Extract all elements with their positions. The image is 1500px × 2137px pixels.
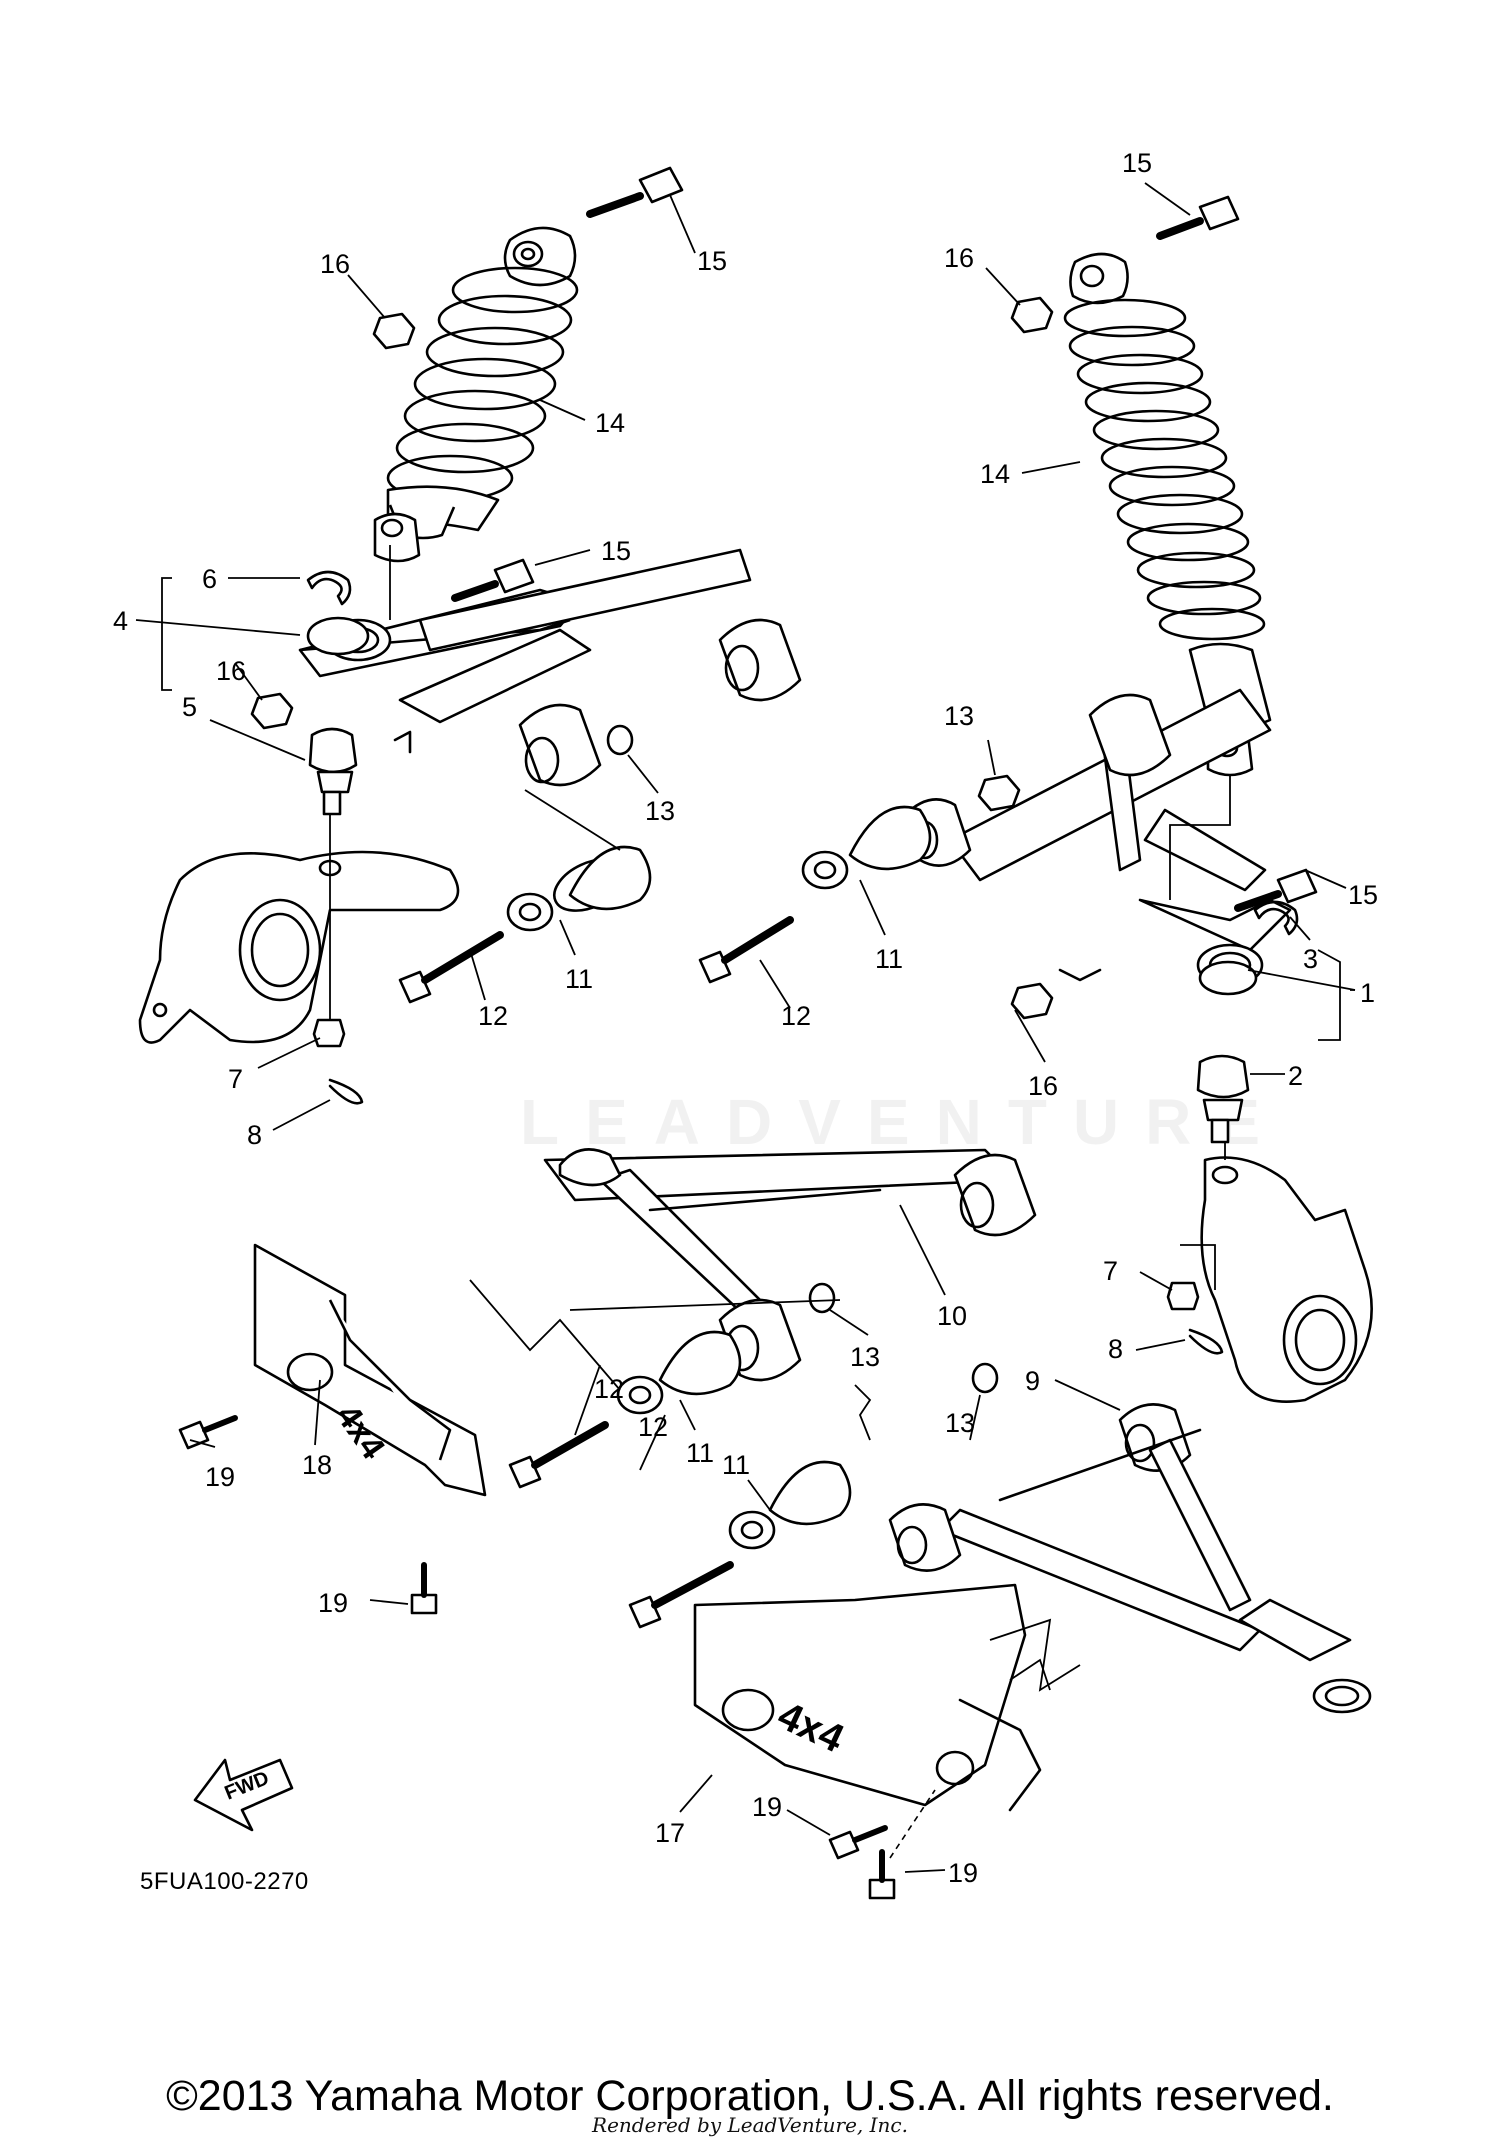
callout-numbers: 1 2 3 4 5 6 7 7 8 8 9 10 11 11 11 11 12 … [113, 148, 1378, 1888]
steering-knuckle-left [138, 850, 460, 1044]
rendered-by-credit: Rendered by LeadVenture, Inc. [592, 2113, 908, 2137]
nut-7-right [1166, 1281, 1200, 1311]
callout-5: 5 [182, 692, 197, 722]
callout-leaders [135, 182, 1356, 1873]
callout-10: 10 [937, 1301, 967, 1331]
callout-8-right: 8 [1108, 1334, 1123, 1364]
upper-arm-left [298, 548, 802, 787]
callout-16-a: 16 [320, 249, 350, 279]
callout-4: 4 [113, 606, 128, 636]
callout-12-c: 12 [594, 1374, 624, 1404]
lower-arm-left [543, 1148, 1037, 1382]
callout-12-b: 12 [781, 1001, 811, 1031]
callout-13-d: 13 [945, 1408, 975, 1438]
callout-16-b: 16 [944, 243, 974, 273]
callout-12-d: 12 [638, 1412, 668, 1442]
callout-15-a: 15 [697, 246, 727, 276]
callout-15-d: 15 [1348, 880, 1378, 910]
callout-14-right: 14 [980, 459, 1010, 489]
callout-6: 6 [202, 564, 217, 594]
diagram-reference-code: 5FUA100-2270 [140, 1868, 309, 1895]
callout-7-left: 7 [228, 1064, 243, 1094]
callout-18: 18 [302, 1450, 332, 1480]
guard-plate-17: 4x4 [693, 1583, 1042, 1812]
fwd-arrow: FWD [193, 1758, 294, 1832]
shock-absorber-left [373, 226, 579, 563]
callout-3: 3 [1303, 944, 1318, 974]
callout-7-right: 7 [1103, 1256, 1118, 1286]
callout-2: 2 [1288, 1061, 1303, 1091]
callout-12-a: 12 [478, 1001, 508, 1031]
nut-7-left [312, 1018, 346, 1048]
callout-11-d: 11 [722, 1450, 750, 1480]
callout-13-a: 13 [645, 796, 675, 826]
cotter-pin-8-right [1188, 1328, 1224, 1355]
callout-11-c: 11 [686, 1438, 714, 1468]
callout-19-b: 19 [318, 1588, 348, 1618]
callout-8-left: 8 [247, 1120, 262, 1150]
callout-15-b: 15 [1122, 148, 1152, 178]
callout-19-a: 19 [205, 1462, 235, 1492]
cotter-pin-8-left [328, 1078, 364, 1105]
bushing-11-a [506, 845, 652, 932]
callout-19-c: 19 [752, 1792, 782, 1822]
steering-knuckle-right [1200, 1156, 1373, 1403]
bushing-11-c [616, 1330, 742, 1415]
callout-16-c: 16 [216, 656, 246, 686]
lower-arm-right [888, 1403, 1372, 1714]
assembly-lines [329, 545, 1231, 1859]
callout-14-left: 14 [595, 408, 625, 438]
bushing-11-b [801, 805, 932, 890]
leadventure-watermark: LEADVENTURE [520, 1086, 1287, 1158]
callout-15-c: 15 [601, 536, 631, 566]
copyright-notice: ©2013 Yamaha Motor Corporation, U.S.A. A… [166, 2072, 1334, 2120]
callout-11-a: 11 [565, 964, 593, 994]
ball-joint-left [308, 727, 358, 816]
upper-arm-right [948, 688, 1292, 987]
bolts [178, 166, 1318, 1900]
callout-19-d: 19 [948, 1858, 978, 1888]
callout-13-b: 13 [944, 701, 974, 731]
callout-9: 9 [1025, 1366, 1040, 1396]
guard-plate-18: 4x4 [253, 1243, 487, 1497]
callout-17: 17 [655, 1818, 685, 1848]
callout-11-b: 11 [875, 944, 903, 974]
nuts-and-clips [250, 296, 1299, 1394]
ball-joint-right [1196, 1054, 1250, 1144]
callout-16-d: 16 [1028, 1071, 1058, 1101]
callout-1: 1 [1360, 978, 1375, 1008]
callout-13-c: 13 [850, 1342, 880, 1372]
bushing-11-d [728, 1460, 852, 1550]
